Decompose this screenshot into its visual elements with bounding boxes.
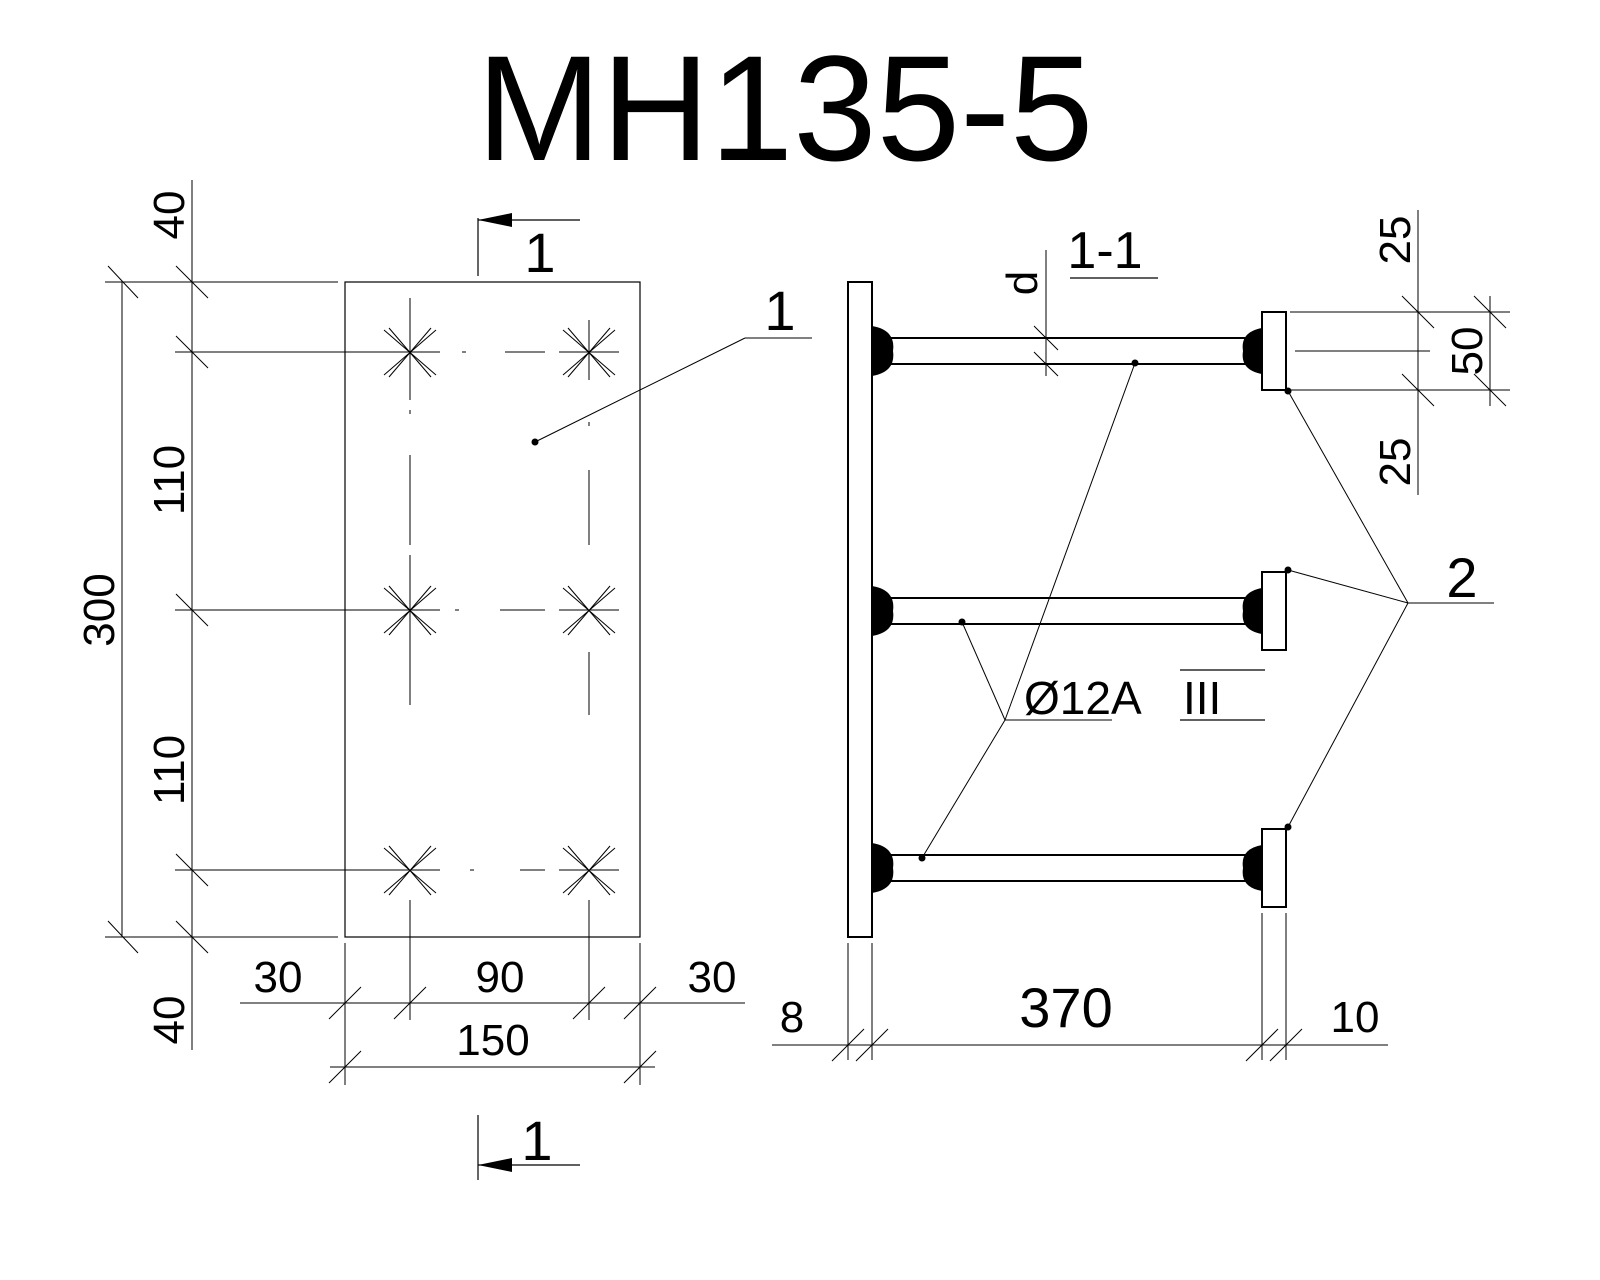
dim-plate-8: 8	[780, 993, 804, 1042]
dim-plan-lower-110: 110	[145, 735, 194, 805]
plate-side	[847, 281, 873, 938]
part-2-leaders	[1287, 390, 1494, 828]
dim-bar-length-370: 370	[1019, 976, 1112, 1039]
anchor-bar-top	[874, 337, 1251, 365]
anchor-marker	[380, 845, 440, 896]
plan-extension-lines	[105, 281, 641, 1085]
dim-right-bottom-25: 25	[1371, 438, 1420, 487]
anchor-markers	[380, 298, 619, 896]
weld-plate-bottom	[872, 843, 894, 893]
dim-plan-width-150: 150	[456, 1016, 529, 1065]
dim-plan-bottom-40: 40	[145, 996, 194, 1045]
dim-plan-left-30: 30	[254, 953, 303, 1002]
anchor-marker	[380, 555, 440, 705]
section-cut-bottom	[477, 1115, 580, 1180]
part-mark-2: 2	[1446, 546, 1477, 609]
d-dimension	[1033, 250, 1059, 377]
rebar-label: Ø12A	[1024, 672, 1142, 724]
part-mark-1: 1	[764, 279, 795, 342]
dim-plan-total-300: 300	[75, 573, 124, 646]
section-view: 1-1 d	[772, 210, 1510, 1062]
weld-washer-middle	[1242, 588, 1262, 634]
center-lines	[409, 351, 590, 871]
section-label: 1-1	[1067, 222, 1142, 280]
d-label: d	[998, 271, 1047, 295]
weld-washer-bottom	[1242, 845, 1262, 891]
plan-vertical-dims	[107, 180, 209, 1050]
section-bottom-dims	[772, 913, 1388, 1062]
leader-dot	[958, 618, 966, 626]
anchor-bar-middle	[874, 597, 1251, 625]
anchor-marker	[380, 298, 440, 400]
anchor-marker	[559, 320, 619, 380]
anchor-marker	[559, 585, 619, 636]
leader-dot	[531, 438, 539, 446]
dim-right-middle-50: 50	[1443, 327, 1492, 376]
part-1-leader	[534, 337, 812, 443]
rebar-leaders	[921, 362, 1136, 859]
leader-dot	[1131, 359, 1139, 367]
dim-plan-right-30: 30	[688, 953, 737, 1002]
rebar-class: III	[1183, 672, 1221, 724]
plan-horizontal-dims	[240, 986, 745, 1084]
weld-washer-top	[1242, 328, 1262, 374]
dim-right-top-25: 25	[1371, 216, 1420, 265]
section-mark-top: 1	[524, 221, 555, 284]
dim-plan-upper-110: 110	[145, 445, 194, 515]
end-washer-bottom	[1261, 828, 1287, 908]
weld-plate-middle	[872, 586, 894, 636]
dim-washer-10: 10	[1331, 993, 1380, 1042]
end-washer-top	[1261, 311, 1287, 391]
dim-plan-middle-90: 90	[476, 953, 525, 1002]
leader-dot	[1284, 823, 1292, 831]
leader-dot	[1284, 387, 1292, 395]
dim-plan-top-40: 40	[145, 191, 194, 240]
drawing-title: MH135-5	[477, 24, 1094, 192]
section-cut-top	[477, 213, 580, 276]
end-washer-middle	[1261, 571, 1287, 651]
plan-view: 40 110 300 110 40 30 90 30 150 1	[75, 180, 812, 1180]
weld-plate-top	[872, 326, 894, 376]
anchor-bar-bottom	[874, 854, 1251, 882]
leader-dot	[918, 854, 926, 862]
section-right-dims	[1290, 210, 1510, 495]
section-mark-bottom: 1	[521, 1109, 552, 1172]
anchor-marker	[559, 845, 619, 896]
leader-dot	[1284, 566, 1292, 574]
